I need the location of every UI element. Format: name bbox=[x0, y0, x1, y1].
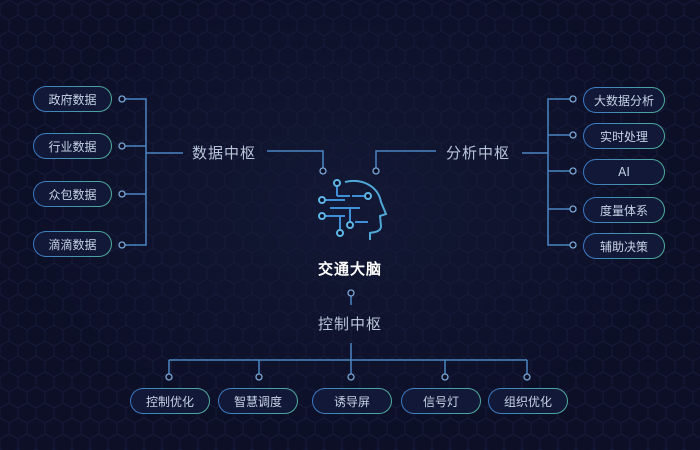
analysis-hub-connectors bbox=[522, 98, 573, 246]
data-hub-connectors bbox=[122, 98, 183, 246]
data-source-industry[interactable]: 行业数据 bbox=[33, 133, 112, 159]
pill-label: 大数据分析 bbox=[593, 93, 654, 108]
control-guidance-screen[interactable]: 诱导屏 bbox=[312, 388, 392, 414]
control-smart-dispatch[interactable]: 智慧调度 bbox=[218, 388, 298, 414]
pill-label: 信号灯 bbox=[422, 394, 459, 409]
pill-label: 控制优化 bbox=[145, 394, 194, 409]
control-optimization[interactable]: 控制优化 bbox=[130, 388, 210, 414]
control-hub-label: 控制中枢 bbox=[318, 315, 383, 333]
brain-to-analysis-connector bbox=[375, 150, 436, 168]
brain-circuit-head-icon bbox=[318, 179, 388, 240]
control-organization-optimization[interactable]: 组织优化 bbox=[488, 388, 568, 414]
analysis-ai[interactable]: AI bbox=[583, 159, 665, 185]
analysis-hub-label: 分析中枢 bbox=[446, 144, 511, 162]
analysis-decision-support[interactable]: 辅助决策 bbox=[583, 233, 665, 259]
pill-label: 行业数据 bbox=[48, 139, 97, 154]
pill-label: 度量体系 bbox=[599, 203, 648, 218]
pill-label: 智慧调度 bbox=[233, 394, 282, 409]
data-hub-label: 数据中枢 bbox=[192, 144, 257, 162]
analysis-metrics[interactable]: 度量体系 bbox=[583, 197, 665, 223]
pill-label: 诱导屏 bbox=[333, 394, 370, 409]
data-source-crowdsourced[interactable]: 众包数据 bbox=[33, 181, 112, 207]
pill-label: 辅助决策 bbox=[599, 239, 648, 254]
data-source-government[interactable]: 政府数据 bbox=[33, 86, 112, 112]
analysis-realtime[interactable]: 实时处理 bbox=[583, 123, 665, 149]
pill-label: 实时处理 bbox=[599, 129, 648, 144]
pill-label: 众包数据 bbox=[48, 187, 97, 202]
control-hub-connectors bbox=[168, 296, 528, 374]
pill-label: 政府数据 bbox=[48, 92, 97, 107]
pill-label: AI bbox=[618, 165, 630, 179]
data-source-didi[interactable]: 滴滴数据 bbox=[33, 231, 112, 257]
center-title: 交通大脑 bbox=[318, 260, 383, 278]
pill-label: 滴滴数据 bbox=[48, 237, 97, 252]
data-to-brain-connector bbox=[267, 150, 324, 168]
pill-label: 组织优化 bbox=[503, 394, 552, 409]
control-traffic-light[interactable]: 信号灯 bbox=[401, 388, 481, 414]
analysis-big-data[interactable]: 大数据分析 bbox=[583, 87, 665, 113]
